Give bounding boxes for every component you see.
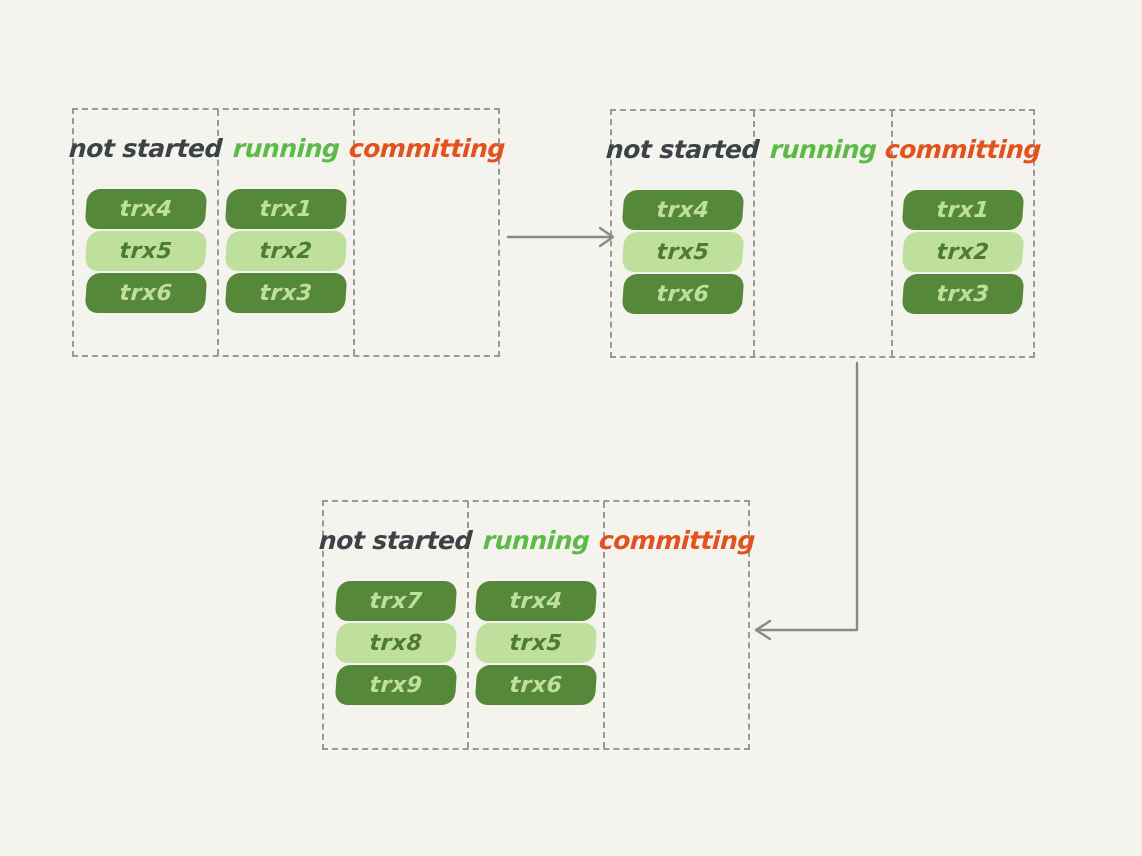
column-committing: committing trx1 trx2 trx3 <box>884 111 1042 356</box>
state-panel-2: not started trx4 trx5 trx6 running commi… <box>605 109 1042 358</box>
column-committing: committing <box>598 502 755 748</box>
transaction-pill[interactable]: trx5 <box>621 232 744 272</box>
transaction-stack: trx1 trx2 trx3 <box>224 189 348 313</box>
transaction-pill[interactable]: trx6 <box>621 274 744 314</box>
column-header-running: running <box>481 526 591 555</box>
transaction-pill[interactable]: trx1 <box>224 189 348 229</box>
column-not-started: not started trx4 trx5 trx6 <box>605 111 760 356</box>
column-not-started: not started trx7 trx8 trx9 <box>318 502 473 748</box>
column-header-not-started: not started <box>318 526 473 555</box>
transaction-pill[interactable]: trx5 <box>84 231 207 271</box>
column-header-committing: committing <box>884 135 1042 164</box>
transaction-pill[interactable]: trx4 <box>621 190 744 230</box>
transaction-pill[interactable]: trx8 <box>334 623 457 663</box>
transaction-stack: trx7 trx8 trx9 <box>334 581 457 705</box>
transaction-pill[interactable]: trx1 <box>901 190 1025 230</box>
column-header-committing: committing <box>597 526 756 555</box>
transaction-stack: trx4 trx5 trx6 <box>621 190 744 314</box>
transaction-stack: trx4 trx5 trx6 <box>474 581 598 705</box>
transaction-pill[interactable]: trx2 <box>901 232 1025 272</box>
column-committing: committing <box>348 110 505 355</box>
arrow-panel2-to-panel3 <box>754 361 859 641</box>
transaction-pill[interactable]: trx5 <box>474 623 598 663</box>
transaction-pill[interactable]: trx7 <box>334 581 457 621</box>
state-panel-1: not started trx4 trx5 trx6 running trx1 … <box>68 108 505 357</box>
transaction-pill[interactable]: trx2 <box>224 231 348 271</box>
transaction-pill[interactable]: trx4 <box>84 189 207 229</box>
column-header-committing: committing <box>347 134 506 163</box>
column-header-running: running <box>768 135 878 164</box>
column-running: running trx4 trx5 trx6 <box>469 502 605 748</box>
column-header-not-started: not started <box>605 135 760 164</box>
transaction-pill[interactable]: trx3 <box>224 273 348 313</box>
transaction-stack: trx1 trx2 trx3 <box>901 190 1025 314</box>
transaction-stack: trx4 trx5 trx6 <box>84 189 207 313</box>
transaction-pill[interactable]: trx9 <box>334 665 457 705</box>
column-running: running <box>755 111 893 356</box>
column-not-started: not started trx4 trx5 trx6 <box>68 110 223 355</box>
column-running: running trx1 trx2 trx3 <box>219 110 355 355</box>
column-header-running: running <box>231 134 341 163</box>
column-header-not-started: not started <box>68 134 223 163</box>
transaction-pill[interactable]: trx6 <box>474 665 598 705</box>
transaction-pill[interactable]: trx4 <box>474 581 598 621</box>
arrow-panel1-to-panel2 <box>506 226 615 248</box>
state-panel-3: not started trx7 trx8 trx9 running trx4 … <box>318 500 755 750</box>
transaction-pill[interactable]: trx6 <box>84 273 207 313</box>
transaction-pill[interactable]: trx3 <box>901 274 1025 314</box>
